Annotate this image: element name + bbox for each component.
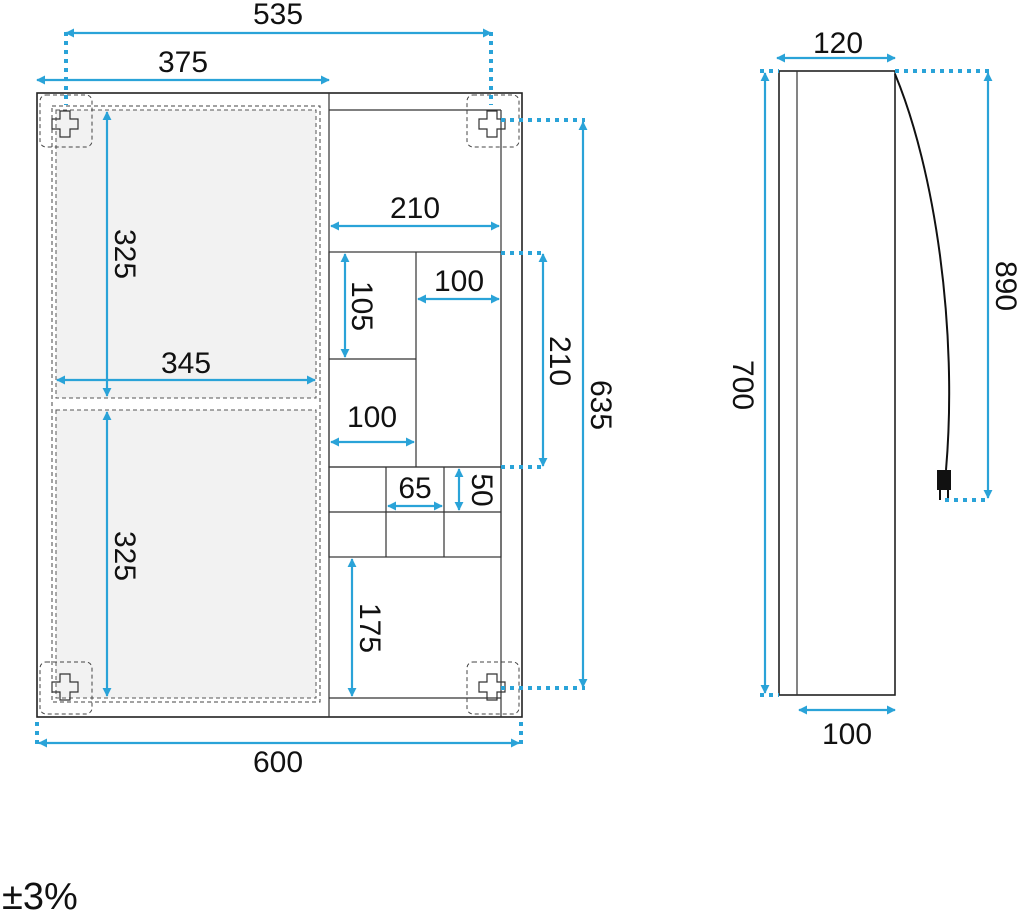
side-view: 120 700 890 100 bbox=[726, 27, 1020, 751]
power-cable bbox=[894, 73, 951, 471]
dim-label-65: 65 bbox=[398, 472, 431, 505]
plug-icon bbox=[937, 470, 951, 500]
dim-label-375: 375 bbox=[158, 46, 208, 79]
dim-label-100-side: 100 bbox=[822, 718, 872, 751]
dim-label-635: 635 bbox=[584, 380, 617, 430]
dim-label-210-v: 210 bbox=[543, 336, 576, 386]
bracket-bottom-right bbox=[466, 661, 520, 715]
dim-label-50: 50 bbox=[465, 473, 498, 506]
dim-label-175: 175 bbox=[353, 603, 386, 653]
dim-label-120: 120 bbox=[813, 27, 863, 60]
dim-label-700: 700 bbox=[726, 360, 759, 410]
dim-label-105: 105 bbox=[345, 281, 378, 331]
dim-label-600: 600 bbox=[253, 746, 303, 779]
dim-label-325-bottom: 325 bbox=[108, 531, 141, 581]
cabinet-outline bbox=[36, 92, 523, 718]
dim-label-100-top: 100 bbox=[434, 265, 484, 298]
side-outline bbox=[778, 70, 896, 696]
dim-label-325-top: 325 bbox=[108, 229, 141, 279]
front-view: 535 375 210 325 325 345 105 100 100 210 … bbox=[35, 0, 617, 779]
mirror-door-bottom bbox=[55, 409, 317, 699]
dim-label-100-mid: 100 bbox=[347, 401, 397, 434]
dim-label-890: 890 bbox=[989, 261, 1020, 311]
bracket-top-left bbox=[39, 94, 93, 148]
mirror-door-top bbox=[55, 109, 317, 399]
dim-label-345: 345 bbox=[161, 347, 211, 380]
bracket-top-right bbox=[466, 94, 520, 148]
dim-label-535: 535 bbox=[253, 0, 303, 31]
tolerance-note: ±3% bbox=[2, 876, 78, 918]
door-dashed-outline bbox=[51, 105, 321, 703]
bracket-bottom-left bbox=[39, 661, 93, 715]
dim-label-210-h: 210 bbox=[390, 192, 440, 225]
